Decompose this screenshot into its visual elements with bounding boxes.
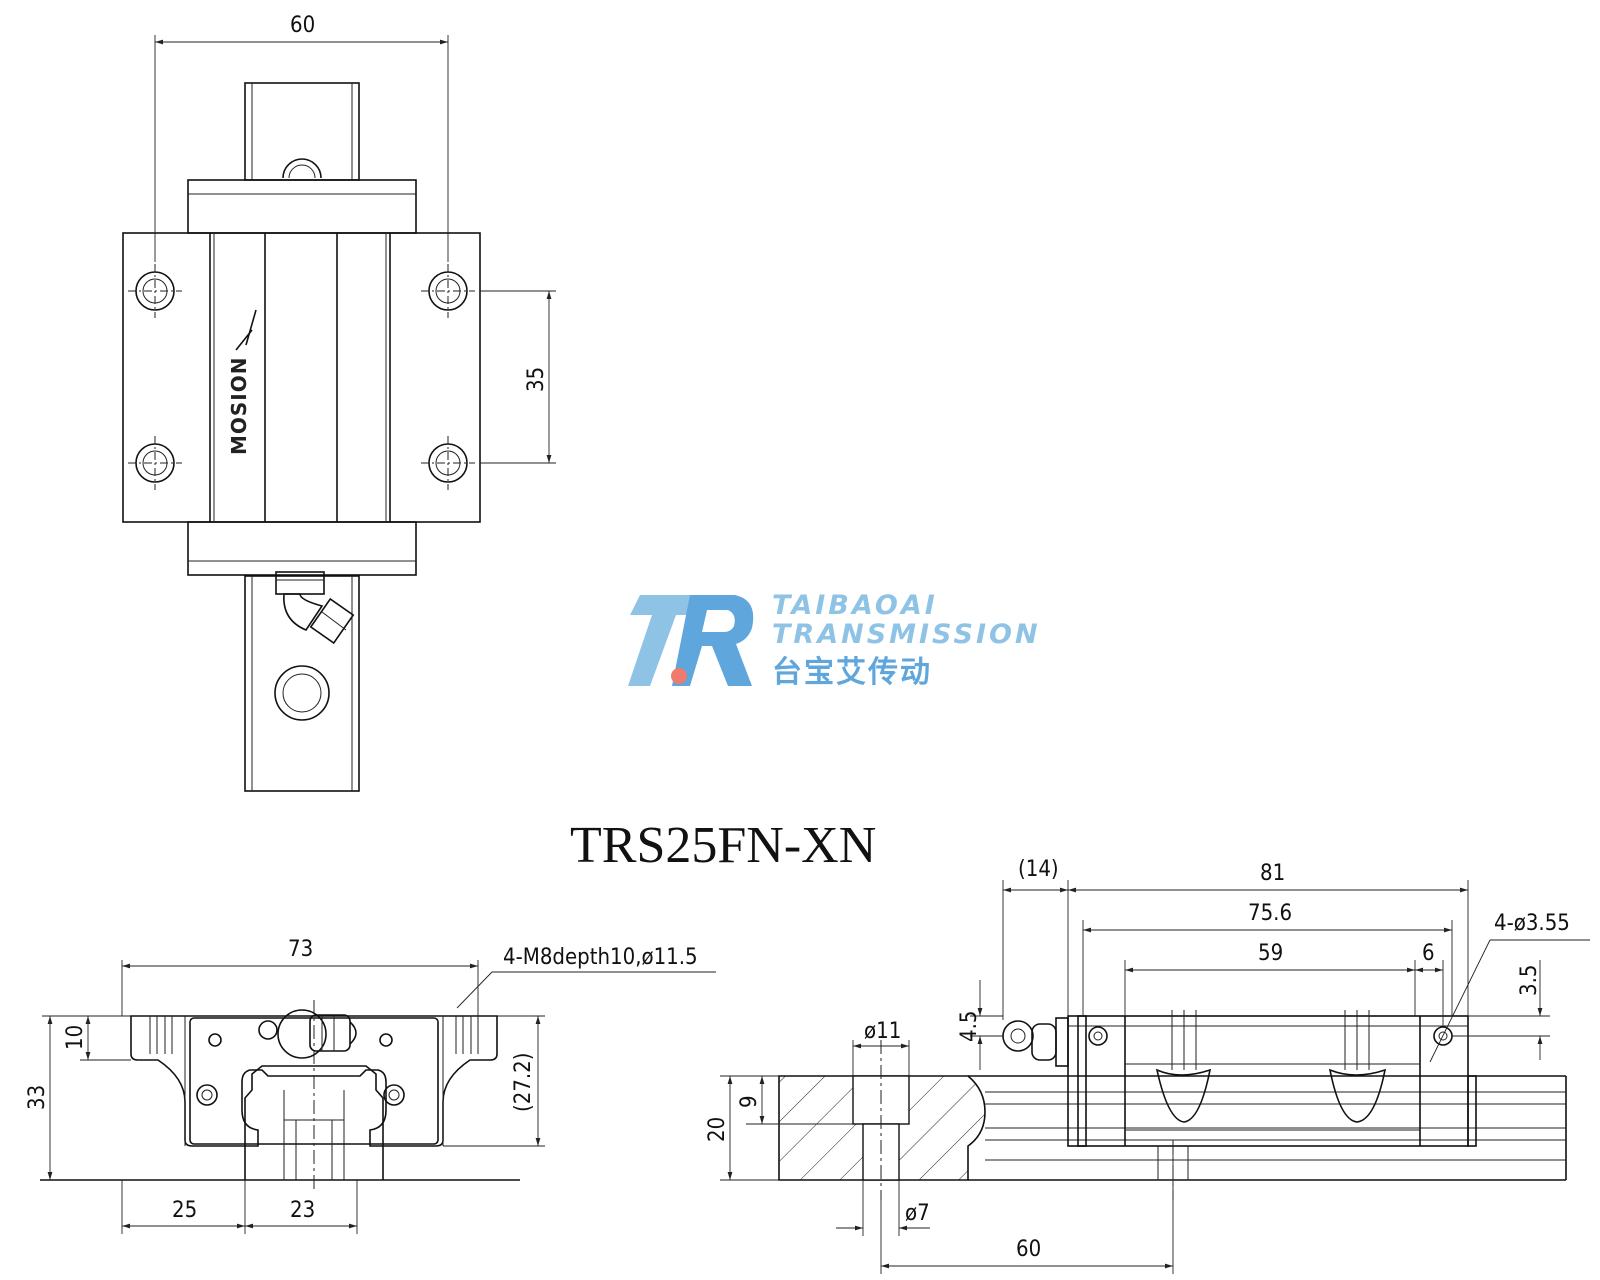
grease-nipple-side: [1002, 1017, 1069, 1067]
dim-flange-thickness: 10: [63, 1025, 88, 1050]
dim-counterbore-diameter: ø11: [864, 1019, 901, 1044]
dim-counterbore-depth: 9: [737, 1095, 762, 1108]
mounting-hole: [128, 436, 182, 490]
front-view: 73 4-M8depth10,ø11.5 33 10 (27.2) 25 23: [25, 937, 716, 1234]
hole-note: 4-ø3.55: [1494, 911, 1570, 936]
carriage-front-outline: [130, 1015, 498, 1147]
dim-hole-spacing: 59: [1258, 941, 1283, 966]
dim-nipple-height: 4.5: [957, 1011, 982, 1042]
dim-block-length: 81: [1260, 861, 1285, 886]
watermark-line3: 台宝艾传动: [772, 655, 932, 690]
watermark-logo: TAIBAOAI TRANSMISSION 台宝艾传动: [628, 590, 1041, 690]
dim-rail-width: 23: [290, 1198, 315, 1223]
rail-profile: [244, 1065, 384, 1180]
dim-body-length: 75.6: [1248, 901, 1292, 926]
carriage-side: [1067, 1015, 1469, 1147]
dim-hole-pitch: 60: [1016, 1237, 1041, 1262]
dim-body-height: (27.2): [511, 1052, 536, 1112]
carriage-block: [122, 232, 481, 523]
top-view: MOSION 60 35: [122, 13, 556, 792]
dim-hole-offset: 3.5: [1517, 965, 1542, 996]
thread-note: 4-M8depth10,ø11.5: [503, 945, 698, 970]
dim-top-width: 60: [290, 13, 315, 38]
part-number-title: TRS25FN-XN: [570, 817, 876, 874]
grease-nipple-front: [258, 1009, 357, 1059]
grease-nipple: [275, 571, 355, 645]
dim-front-height: 33: [25, 1085, 50, 1110]
dim-end-offset: 6: [1422, 941, 1435, 966]
side-view: (14) 81 75.6 59 6 4-ø3.55 3.5 4.5 ø11: [705, 857, 1590, 1274]
dim-hole-diameter: ø7: [905, 1201, 930, 1226]
watermark-line2: TRANSMISSION: [772, 619, 1041, 650]
brand-mark: MOSION: [227, 357, 251, 456]
dim-nipple-length: (14): [1018, 857, 1059, 882]
dim-rail-height: 20: [705, 1117, 730, 1142]
dim-top-hole-spacing: 35: [524, 367, 549, 392]
rail-hole: [274, 665, 330, 721]
dim-front-width: 73: [288, 937, 313, 962]
mounting-hole: [128, 264, 182, 318]
mounting-hole: [421, 436, 475, 490]
watermark-line1: TAIBAOAI: [772, 590, 938, 621]
dim-rail-offset: 25: [172, 1198, 197, 1223]
mounting-hole: [421, 264, 475, 318]
